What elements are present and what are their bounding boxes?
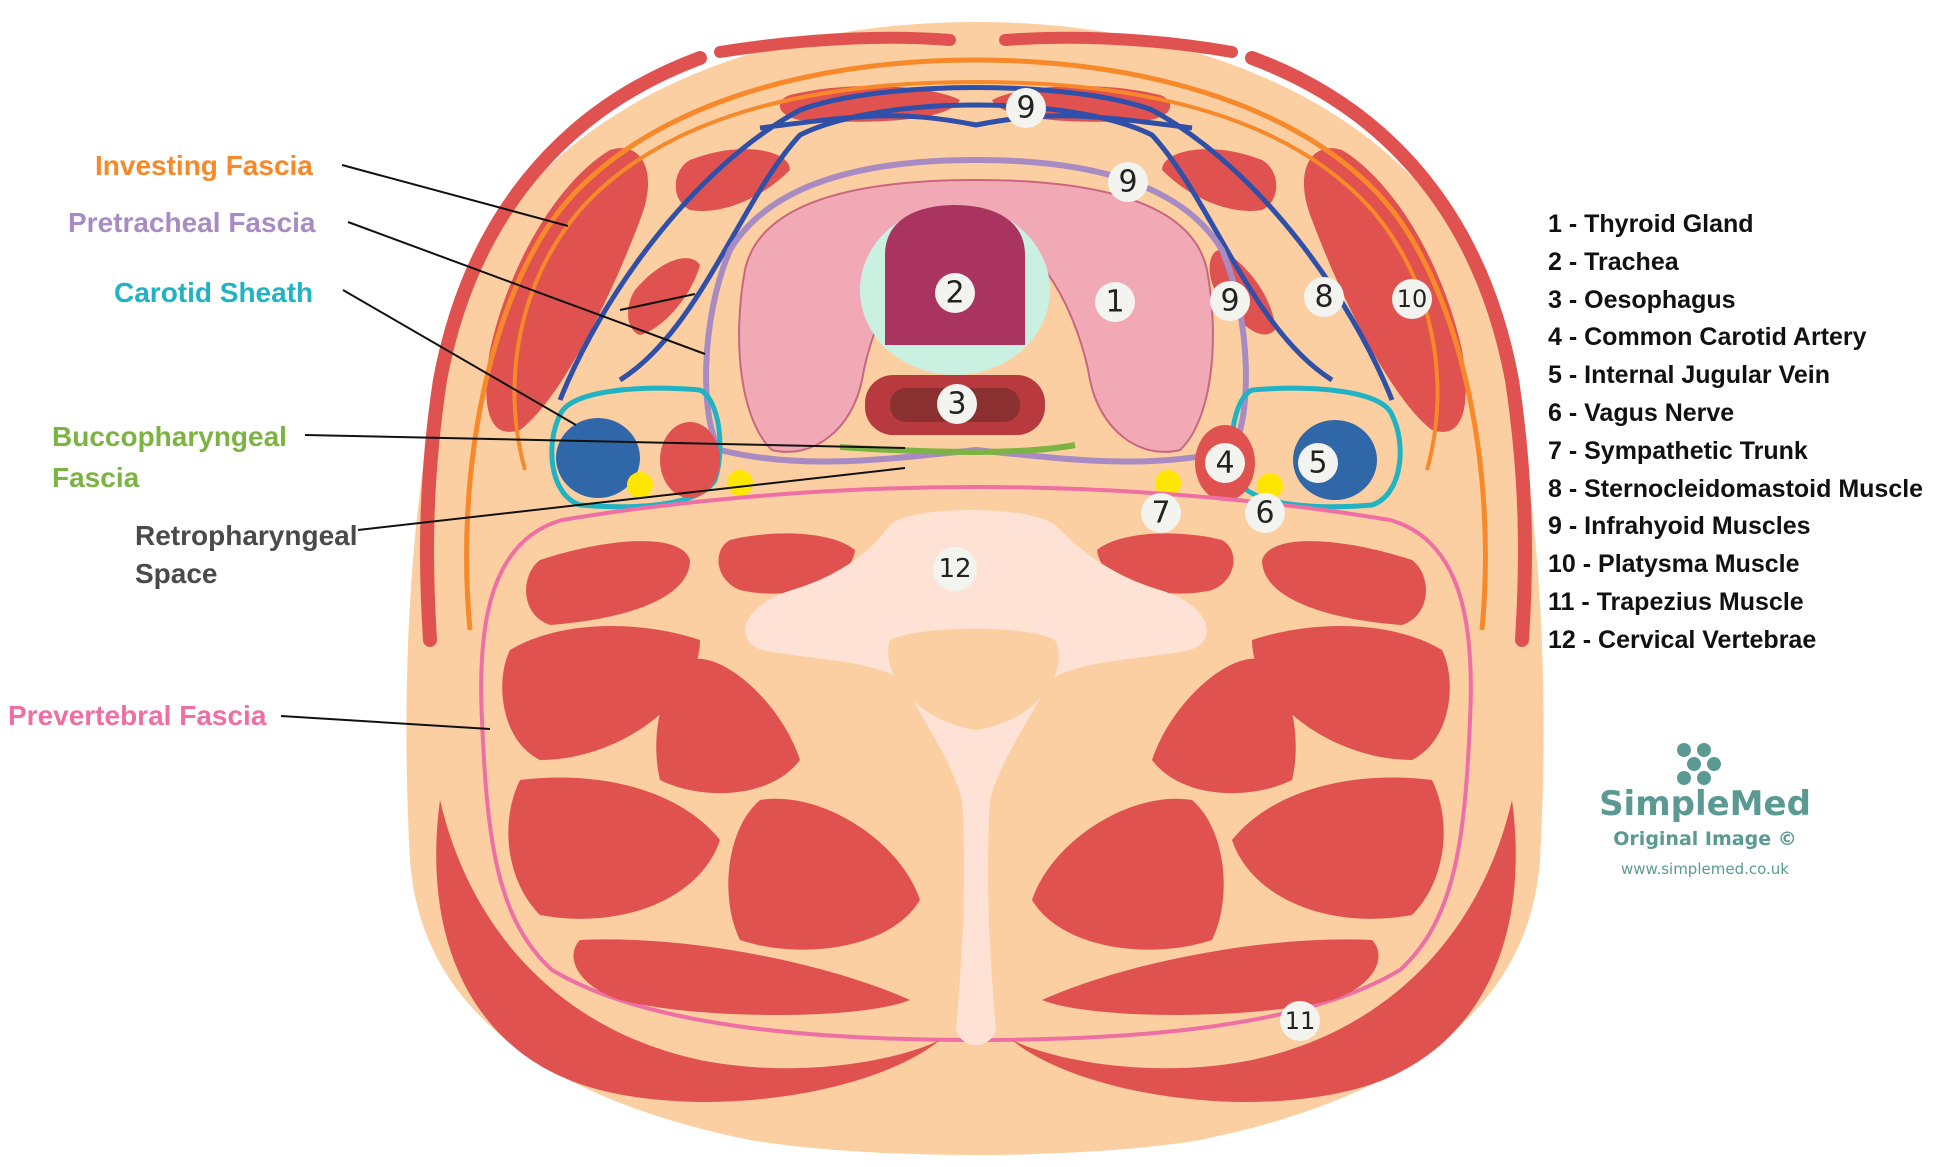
marker-11: 11 bbox=[1280, 1001, 1320, 1041]
legend-item: 7 - Sympathetic Trunk bbox=[1548, 436, 1808, 465]
sympathetic-right bbox=[1155, 470, 1181, 496]
platysma-top bbox=[714, 31, 1238, 58]
buccopharyngeal-label-line1: Buccopharyngeal bbox=[52, 421, 287, 452]
legend-item: 12 - Cervical Vertebrae bbox=[1548, 625, 1817, 654]
marker-9c-text: 9 bbox=[1220, 284, 1239, 319]
legend-item: 10 - Platysma Muscle bbox=[1548, 550, 1800, 579]
logo-name: SimpleMed bbox=[1599, 784, 1811, 824]
marker-12: 12 bbox=[933, 547, 977, 591]
prevertebral-fascia-label: Prevertebral Fascia bbox=[8, 700, 267, 731]
infrahyoid-right bbox=[1162, 149, 1277, 211]
marker-1: 1 bbox=[1095, 282, 1135, 322]
ijv-left bbox=[556, 418, 640, 498]
marker-9c: 9 bbox=[1210, 281, 1250, 321]
scm-right bbox=[1303, 148, 1466, 432]
marker-1-text: 1 bbox=[1105, 285, 1124, 320]
retropharyngeal-label-line1: Retropharyngeal bbox=[135, 520, 358, 551]
marker-9b: 9 bbox=[1108, 162, 1148, 202]
infrahyoid-left bbox=[675, 149, 790, 211]
marker-7: 7 bbox=[1141, 493, 1181, 533]
carotid-sheath-label: Carotid Sheath bbox=[114, 277, 313, 308]
marker-6: 6 bbox=[1245, 493, 1285, 533]
legend-item: 8 - Sternocleidomastoid Muscle bbox=[1548, 474, 1924, 503]
cervical-vertebra bbox=[745, 510, 1207, 1045]
logo-subtitle: Original Image © bbox=[1613, 828, 1797, 850]
legend-item: 3 - Oesophagus bbox=[1548, 285, 1736, 314]
legend-item: 9 - Infrahyoid Muscles bbox=[1548, 512, 1811, 541]
marker-11-text: 11 bbox=[1285, 1007, 1316, 1035]
marker-7-text: 7 bbox=[1151, 496, 1170, 531]
investing-fascia-outer bbox=[464, 57, 1488, 631]
platysma-left bbox=[420, 51, 707, 647]
trapezius-right bbox=[1012, 800, 1516, 1102]
infrahyoid-left-low bbox=[628, 258, 700, 335]
sympathetic-left bbox=[727, 470, 753, 496]
legend-item: 5 - Internal Jugular Vein bbox=[1548, 361, 1831, 390]
scm-left bbox=[486, 148, 649, 432]
platysma-right bbox=[1245, 51, 1532, 647]
simplemed-logo: SimpleMed Original Image © www.simplemed… bbox=[1590, 740, 1820, 878]
deep-muscles bbox=[502, 533, 1450, 1015]
trapezius-left bbox=[436, 800, 940, 1102]
investing-fascia-label: Investing Fascia bbox=[95, 150, 313, 181]
marker-9a: 9 bbox=[1006, 88, 1046, 128]
marker-12-text: 12 bbox=[938, 554, 971, 584]
annotation-lines bbox=[280, 164, 906, 730]
retropharyngeal-label-line2: Space bbox=[135, 558, 218, 589]
vagus-right bbox=[1257, 473, 1283, 499]
legend-item: 4 - Common Carotid Artery bbox=[1548, 323, 1867, 352]
cca-left bbox=[660, 422, 720, 498]
marker-6-text: 6 bbox=[1255, 496, 1274, 531]
legend-item: 1 - Thyroid Gland bbox=[1548, 210, 1754, 238]
pretracheal-network bbox=[557, 85, 1395, 401]
legend-item: 11 - Trapezius Muscle bbox=[1548, 587, 1804, 616]
legend-item: 6 - Vagus Nerve bbox=[1548, 398, 1735, 427]
marker-9b-text: 9 bbox=[1118, 165, 1137, 200]
marker-5-text: 5 bbox=[1308, 446, 1327, 481]
marker-4-text: 4 bbox=[1215, 446, 1234, 481]
marker-8-text: 8 bbox=[1314, 280, 1333, 315]
marker-10-text: 10 bbox=[1397, 285, 1428, 313]
structure-legend: 1 - Thyroid Gland 2 - Trachea 3 - Oesoph… bbox=[1548, 206, 1923, 660]
marker-2: 2 bbox=[935, 273, 975, 313]
marker-3: 3 bbox=[937, 384, 977, 424]
marker-5: 5 bbox=[1298, 443, 1338, 483]
logo-url: www.simplemed.co.uk bbox=[1621, 860, 1789, 878]
buccopharyngeal-fascia bbox=[839, 442, 1076, 456]
spinal-canal bbox=[888, 628, 1059, 730]
marker-4: 4 bbox=[1205, 443, 1245, 483]
marker-9a-text: 9 bbox=[1016, 91, 1035, 126]
marker-8: 8 bbox=[1304, 277, 1344, 317]
legend-item: 2 - Trachea bbox=[1548, 247, 1679, 276]
buccopharyngeal-label-line2: Fascia bbox=[52, 462, 140, 493]
vagus-left bbox=[627, 472, 653, 498]
thyroid-gland bbox=[738, 178, 1214, 453]
marker-10: 10 bbox=[1392, 279, 1432, 319]
simplemed-molecule-icon bbox=[1677, 743, 1721, 785]
marker-2-text: 2 bbox=[945, 276, 964, 311]
pretracheal-fascia-label: Pretracheal Fascia bbox=[68, 207, 316, 238]
marker-3-text: 3 bbox=[947, 387, 966, 422]
investing-fascia-inner bbox=[512, 79, 1440, 471]
